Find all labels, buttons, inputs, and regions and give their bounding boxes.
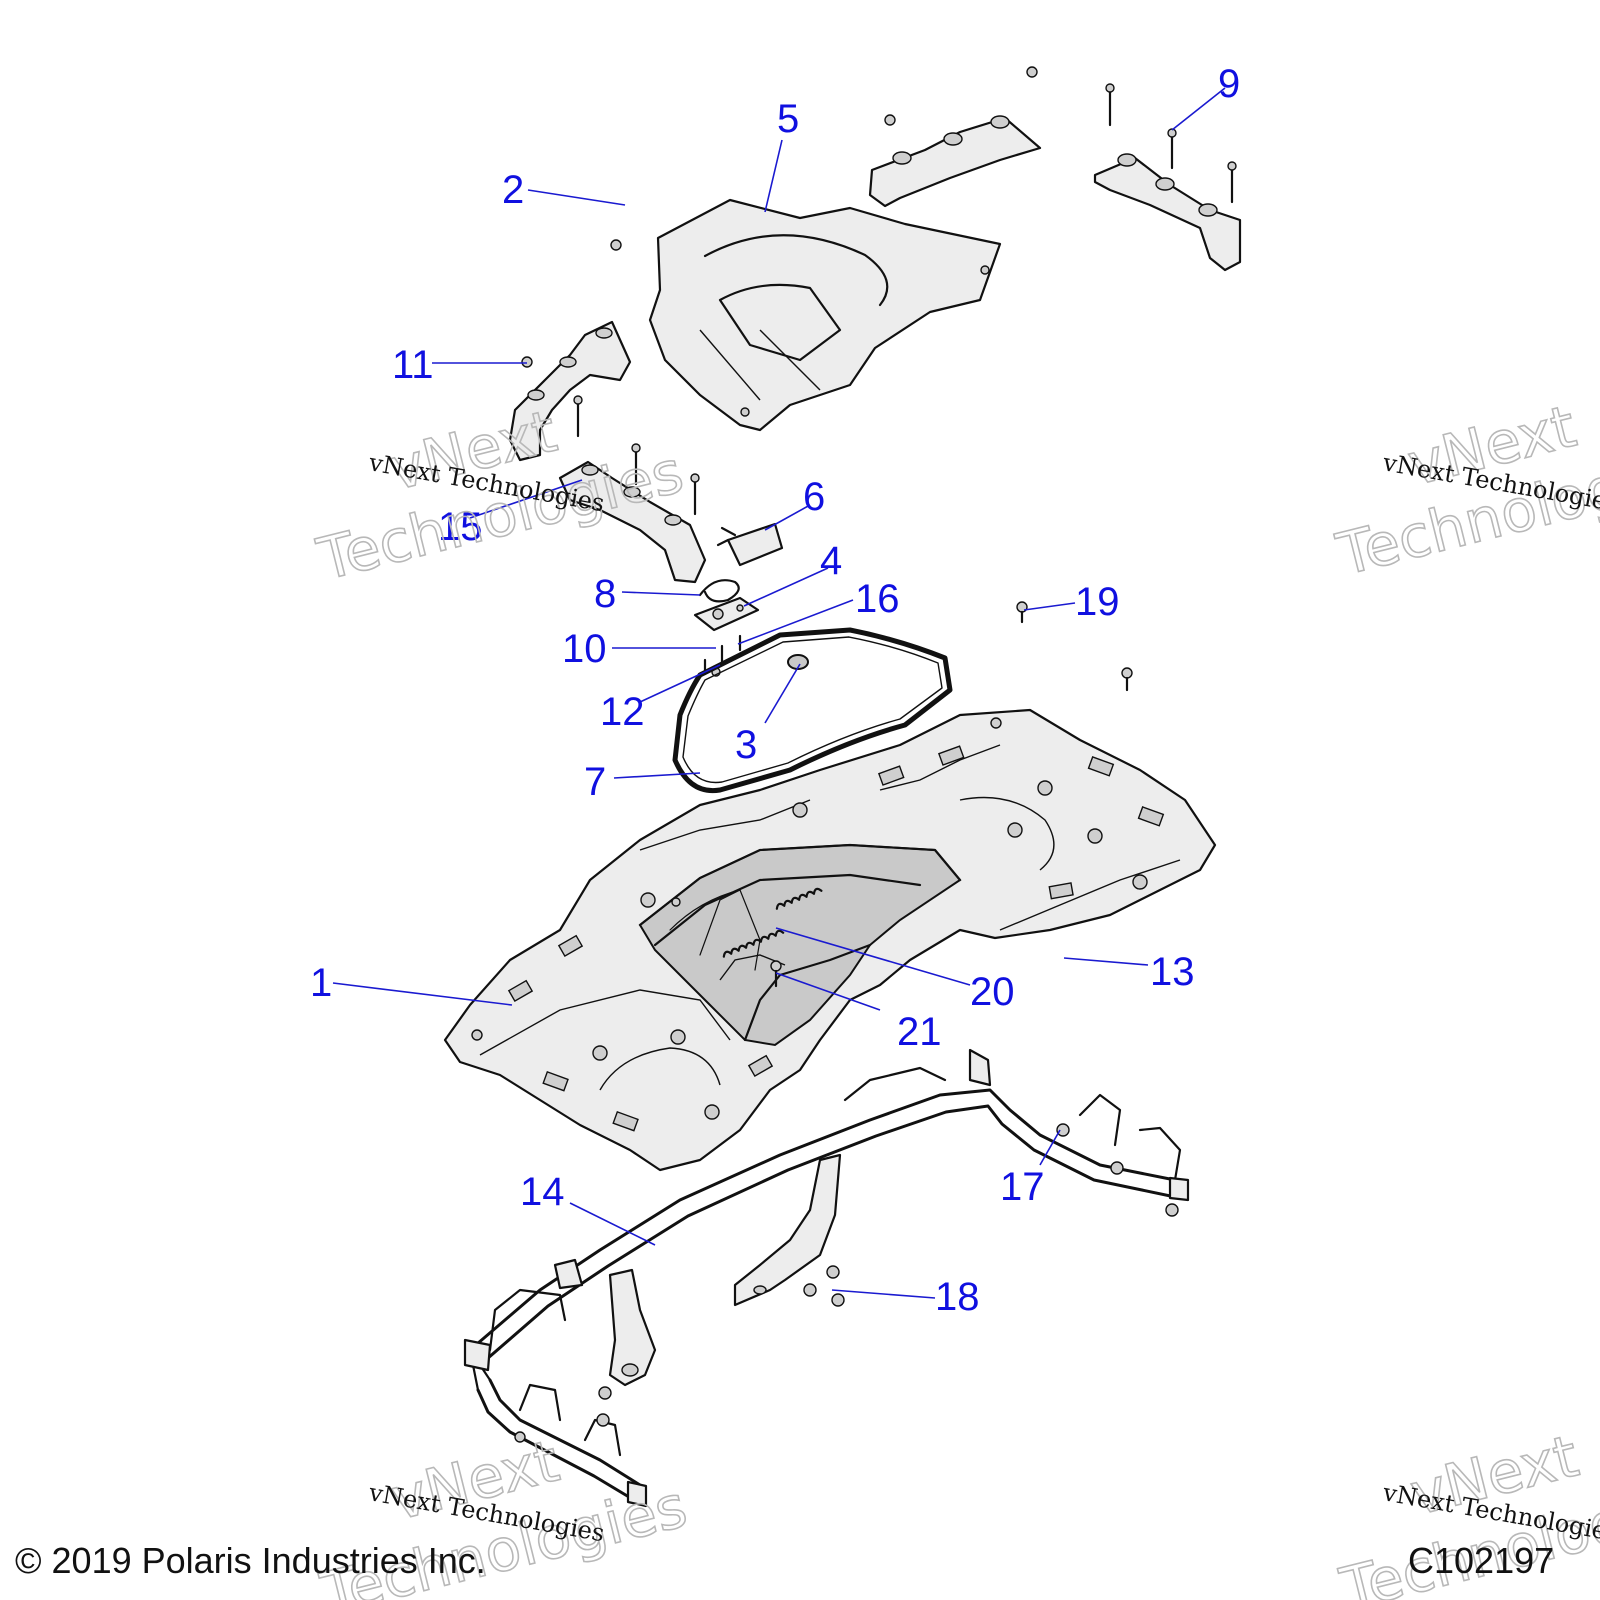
- callout-2: 2: [502, 168, 524, 212]
- callout-5: 5: [777, 97, 799, 141]
- callout-labels: 1 2 3 4 5 6 7 8 9 10 11 12 13 14 15 16 1…: [310, 62, 1240, 1319]
- callout-15: 15: [438, 505, 483, 549]
- callout-12: 12: [600, 690, 645, 734]
- figure-id: C102197: [1408, 1540, 1554, 1581]
- part-1-rear-cargo-panel: [443, 708, 1217, 1172]
- callout-4: 4: [820, 539, 842, 583]
- part-9-rack-bracket-right: [868, 66, 1242, 272]
- callout-14: 14: [520, 1170, 565, 1214]
- callout-20: 20: [970, 970, 1015, 1014]
- callout-6: 6: [803, 475, 825, 519]
- part-6-latch: [726, 522, 784, 567]
- callout-7: 7: [584, 760, 606, 804]
- callout-19: 19: [1075, 580, 1120, 624]
- part-20-spring: [722, 887, 823, 958]
- callout-1: 1: [310, 961, 332, 1005]
- callout-21: 21: [897, 1010, 942, 1054]
- callout-8: 8: [594, 572, 616, 616]
- part-4-latch-plate: [693, 596, 760, 632]
- part-7-seal: [672, 627, 953, 794]
- callout-11: 11: [392, 343, 434, 387]
- callout-3: 3: [735, 723, 757, 767]
- copyright-text: © 2019 Polaris Industries Inc.: [15, 1540, 486, 1581]
- part-11-15-rack-bracket-left: [508, 239, 707, 584]
- callout-10: 10: [562, 627, 607, 671]
- part-8-clip: [698, 579, 740, 603]
- part-3-plug: [787, 654, 809, 670]
- callout-16: 16: [855, 577, 900, 621]
- callout-9: 9: [1218, 62, 1240, 106]
- part-14-rear-rack: [463, 1048, 1190, 1508]
- callout-17: 17: [1000, 1165, 1045, 1209]
- latch-assembly: [693, 522, 1133, 692]
- callout-18: 18: [935, 1275, 980, 1319]
- part-5-storage-cover: [648, 198, 1002, 432]
- leader-lines: [332, 87, 1226, 1299]
- callout-13: 13: [1150, 950, 1195, 994]
